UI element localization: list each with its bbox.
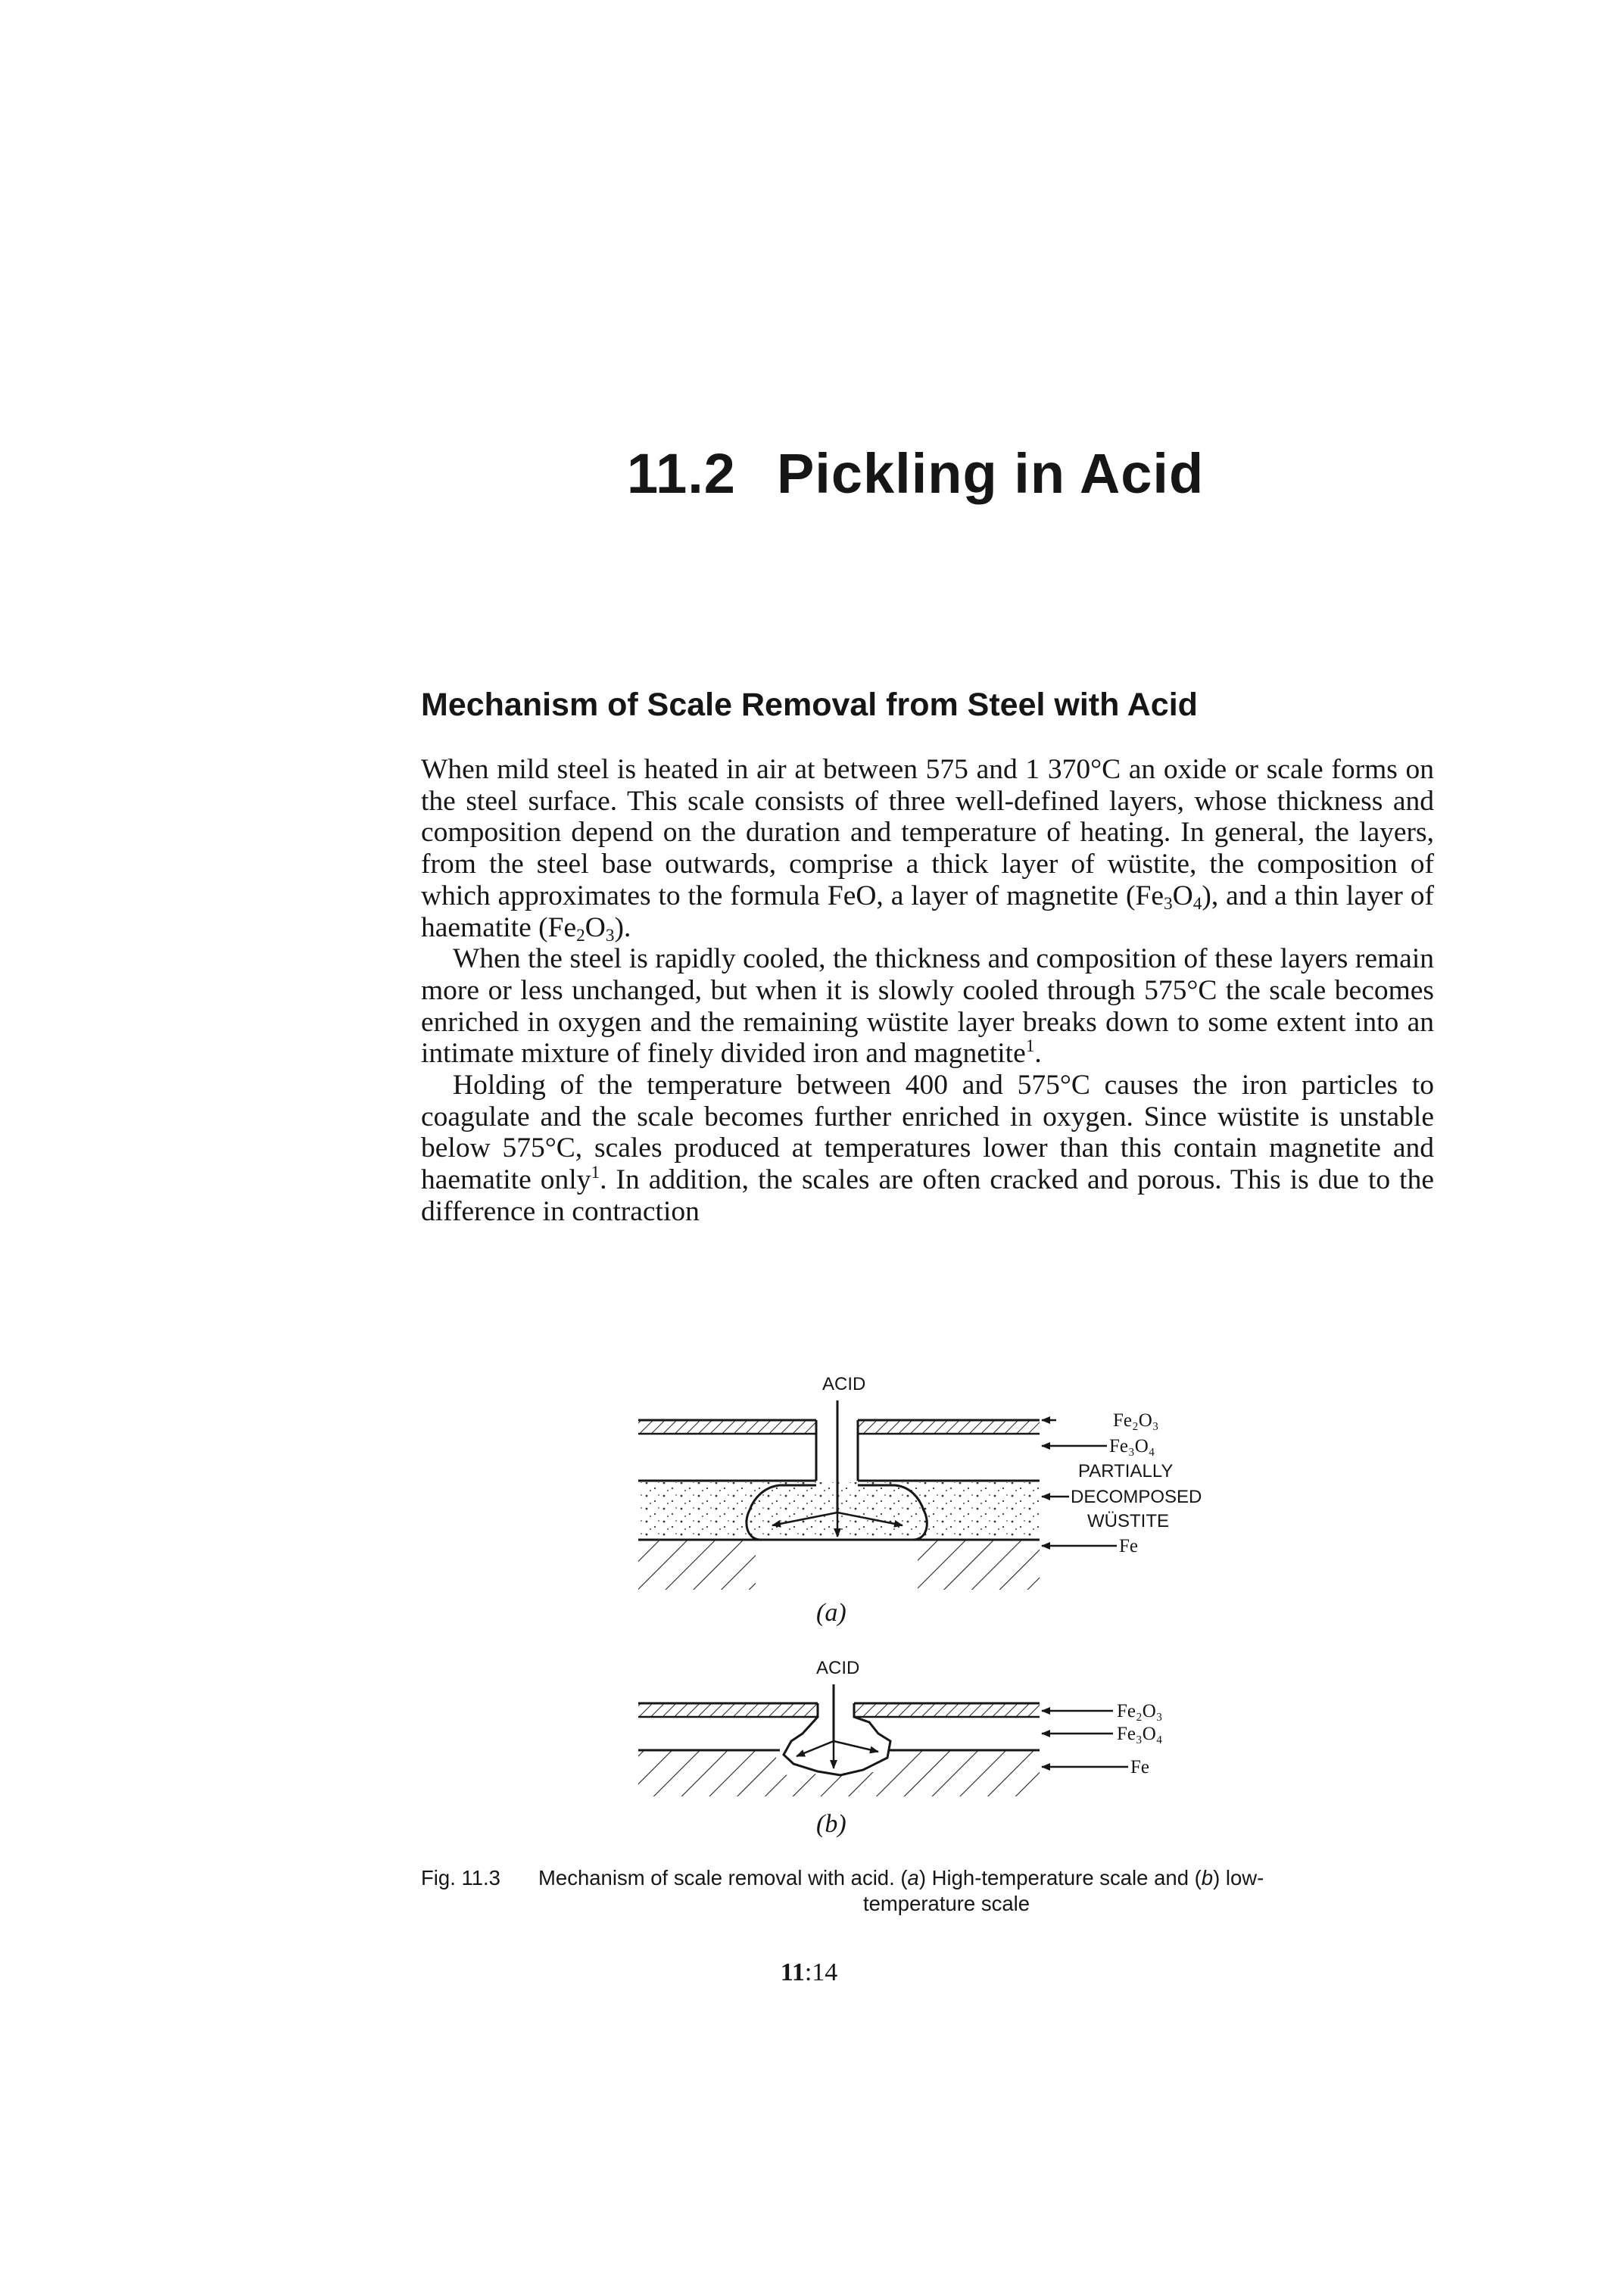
- caption-text-2: ) High-temperature scale and (: [918, 1866, 1202, 1889]
- text-run: When the steel is rapidly cooled, the th…: [421, 943, 1434, 1070]
- panel-label-a: (a): [816, 1599, 846, 1627]
- chapter-name: Pickling in Acid: [776, 442, 1205, 505]
- text-run: When mild steel is heated in air at betw…: [421, 754, 1434, 911]
- fe3o4-label-a: Fe₃O₄: [1109, 1436, 1155, 1456]
- text-run: Fe: [1135, 880, 1164, 911]
- fe2o3-layer-left-b: [638, 1703, 818, 1717]
- fe-label-a: Fe: [1119, 1536, 1138, 1556]
- text-run: Holding of the temperature between 400 a…: [421, 1070, 1434, 1196]
- subscript: 3: [1163, 893, 1173, 914]
- figure-panel-a: ACID Fe₂O₃ Fe₃O₄ PARTIALLY DECOMPOSED WÜ…: [638, 1374, 1202, 1627]
- text-run: . In addition, the scales are often crac…: [421, 1164, 1434, 1227]
- wustite-layer-a: [638, 1482, 1040, 1540]
- page-number: 11:14: [780, 1958, 838, 1986]
- figure-panel-b: ACID Fe₂O₃ Fe₃O₄ Fe (b): [638, 1658, 1163, 1838]
- caption-panel-b-ref: b: [1201, 1866, 1214, 1889]
- chapter-title: 11.2 Pickling in Acid: [627, 438, 1204, 510]
- body-paragraph: Holding of the temperature between 400 a…: [421, 1070, 1434, 1228]
- wustite-label-line3-a: WÜSTITE: [1087, 1511, 1169, 1531]
- wustite-label-line2-a: DECOMPOSED: [1071, 1487, 1202, 1507]
- fe2o3-layer-left-a: [638, 1420, 816, 1434]
- acid-label-a: ACID: [822, 1374, 865, 1394]
- pit-outline-b: [782, 1703, 892, 1777]
- reference-superscript: 1: [591, 1163, 600, 1183]
- text-run: .: [1034, 1038, 1042, 1070]
- fe2o3-label-b: Fe₂O₃: [1117, 1701, 1163, 1721]
- body-paragraph: When mild steel is heated in air at betw…: [421, 754, 1434, 946]
- subscript: 3: [605, 925, 615, 946]
- text-run: ).: [614, 911, 631, 943]
- caption-text-4: temperature scale: [862, 1892, 1030, 1915]
- section-heading: Mechanism of Scale Removal from Steel wi…: [421, 687, 1198, 723]
- text-run: Fe: [547, 911, 577, 943]
- chapter-number: 11.2: [627, 442, 736, 505]
- body-text: When mild steel is heated in air at betw…: [421, 754, 1434, 1228]
- pit-outline-a: [745, 1484, 928, 1541]
- subscript: 4: [1192, 893, 1202, 914]
- caption-panel-a-ref: a: [907, 1866, 919, 1889]
- figure-caption: Fig. 11.3 Mechanism of scale removal with…: [421, 1865, 1434, 1917]
- fe2o3-layer-right-a: [858, 1420, 1040, 1434]
- text-run: O: [1172, 880, 1193, 911]
- caption-text-3: ) low-: [1213, 1866, 1264, 1889]
- fe2o3-layer-right-b: [854, 1703, 1040, 1717]
- panel-label-b: (b): [816, 1810, 846, 1838]
- fe3o4-label-b: Fe₃O₄: [1117, 1724, 1163, 1744]
- page-number-page: 14: [812, 1958, 838, 1986]
- wustite-label-line1-a: PARTIALLY: [1078, 1461, 1173, 1481]
- fe-base-a: [638, 1540, 1040, 1590]
- fe-base-b: [638, 1750, 1040, 1796]
- caption-text-1: Mechanism of scale removal with acid. (: [538, 1866, 908, 1889]
- figure-number: Fig. 11.3: [421, 1866, 500, 1889]
- text-run: O: [585, 911, 606, 943]
- text-run: ), and a thin layer of haematite (: [421, 880, 1434, 943]
- acid-label-b: ACID: [816, 1658, 859, 1678]
- body-paragraph: When the steel is rapidly cooled, the th…: [421, 943, 1434, 1070]
- reference-superscript: 1: [1025, 1036, 1035, 1057]
- page-number-chapter: 11: [780, 1958, 805, 1986]
- fe2o3-label-a: Fe₂O₃: [1113, 1410, 1159, 1431]
- subscript: 2: [576, 925, 585, 946]
- fe-label-b: Fe: [1130, 1757, 1149, 1777]
